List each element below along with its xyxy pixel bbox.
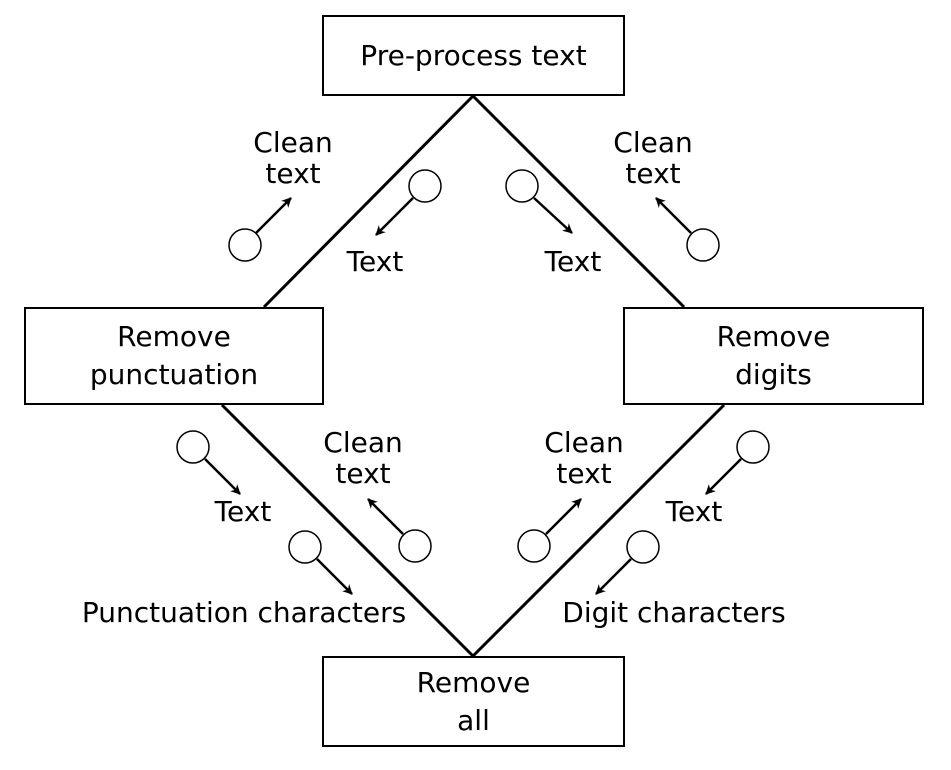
node-label: Pre-process text bbox=[360, 38, 587, 72]
message-arrow bbox=[367, 498, 404, 535]
message-circle bbox=[288, 530, 322, 564]
message-circle bbox=[228, 228, 262, 262]
message-circle bbox=[176, 430, 210, 464]
node-label-line1: Remove bbox=[416, 665, 531, 699]
message-circle bbox=[517, 529, 551, 563]
message-arrow bbox=[255, 197, 292, 234]
node-label-line2: digits bbox=[735, 358, 812, 391]
message-circle bbox=[626, 530, 660, 564]
message-arrow bbox=[204, 458, 241, 495]
node-label-line1: Remove bbox=[716, 320, 831, 353]
message-circle bbox=[398, 529, 432, 563]
flow-label-digit-characters: Digit characters bbox=[562, 596, 786, 629]
flow-label-text: Text bbox=[665, 495, 723, 528]
flow-label-text: Text bbox=[346, 245, 404, 278]
message-arrow bbox=[545, 498, 582, 535]
flow-label-clean-text: Clean text bbox=[544, 426, 624, 490]
node-label-line1: Remove bbox=[117, 320, 231, 353]
flow-label-clean-text: Clean text bbox=[613, 126, 693, 190]
edge-preprocess-punctuation bbox=[262, 94, 475, 309]
flow-label-text: Text bbox=[214, 495, 272, 528]
node-remove-punctuation: Remove punctuation bbox=[24, 307, 324, 405]
node-label-line2: punctuation bbox=[89, 358, 259, 391]
node-remove-digits: Remove digits bbox=[623, 307, 924, 405]
edge-punctuation-all bbox=[220, 403, 475, 658]
node-label-line2: all bbox=[457, 703, 490, 737]
flow-label-text: Text bbox=[544, 245, 602, 278]
message-circle bbox=[686, 228, 720, 262]
edge-preprocess-digits bbox=[471, 94, 686, 309]
flow-label-clean-text: Clean text bbox=[323, 426, 403, 490]
message-circle bbox=[408, 169, 442, 203]
node-preprocess-text: Pre-process text bbox=[322, 15, 625, 96]
node-remove-all: Remove all bbox=[322, 656, 625, 747]
edge-digits-all bbox=[471, 403, 726, 658]
message-arrow bbox=[316, 558, 353, 595]
message-arrow bbox=[705, 458, 742, 495]
message-circle bbox=[505, 169, 539, 203]
message-arrow bbox=[375, 197, 414, 236]
message-arrow bbox=[655, 197, 692, 234]
message-arrow bbox=[595, 558, 632, 595]
message-arrow bbox=[533, 197, 573, 234]
message-circle bbox=[736, 430, 770, 464]
flow-label-clean-text: Clean text bbox=[253, 126, 333, 190]
flow-label-punctuation-characters: Punctuation characters bbox=[81, 596, 407, 629]
